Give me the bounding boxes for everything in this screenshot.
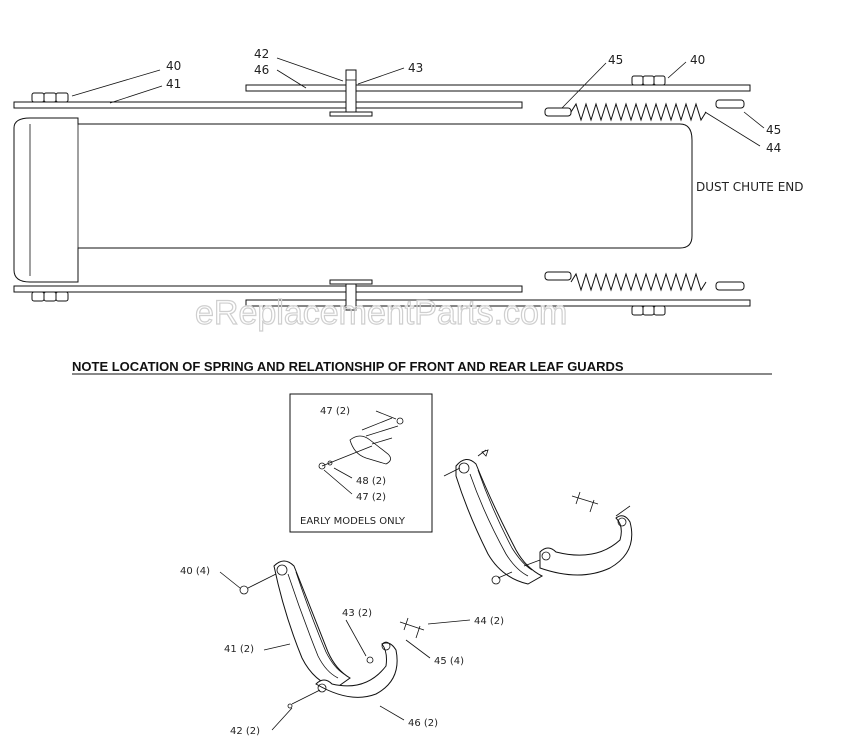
callout-46-2: 46 (2) [408,718,438,729]
top-plate-rear [245,84,751,92]
callout-45-4: 45 (4) [434,656,464,667]
callout-43: 43 [408,61,423,75]
callout-44-2: 44 (2) [474,616,504,627]
nut-group-left-top [31,92,69,103]
callout-46: 46 [254,63,269,77]
exploded-assembly-upper [443,449,633,585]
nut-group-left-bottom [31,291,69,302]
dust-chute-end-label: DUST CHUTE END [696,180,804,194]
inset-early-models: 47 (2) 48 (2) 47 (2) EARLY MODELS ONLY [289,393,433,533]
side-view-assembly: 40 41 42 46 43 45 40 45 44 DUST CHUTE EN… [13,47,804,316]
nut-group-right-top [631,75,666,86]
bottom-plate-rear [245,299,751,307]
nut-group-right-bottom [631,305,666,316]
callout-40-4: 40 (4) [180,566,210,577]
top-plate-front [13,101,523,109]
callout-41: 41 [166,77,181,91]
callout-45-top: 45 [608,53,623,67]
spring-bottom [544,271,745,292]
inset-caption: EARLY MODELS ONLY [300,516,406,527]
watermark: eReplacementParts.com [195,294,567,332]
inset-callout-48: 48 (2) [356,476,386,487]
side-view-leaders [71,57,765,147]
callout-44: 44 [766,141,781,155]
callout-42-2: 42 (2) [230,726,260,737]
inset-callout-47-bottom: 47 (2) [356,492,386,503]
callout-40-right: 40 [690,53,705,67]
callout-43-2: 43 (2) [342,608,372,619]
callout-40-left: 40 [166,59,181,73]
spring-top [544,99,745,122]
center-bolt-bottom [329,279,373,311]
callout-45: 45 [766,123,781,137]
exploded-assembly-lower: 40 (4) 43 (2) 44 (2) 41 (2) 45 (4) 42 (2… [180,560,504,737]
callout-41-2: 41 (2) [224,644,254,655]
bottom-plate-front [13,285,523,293]
roller-body [13,117,693,283]
note-heading: NOTE LOCATION OF SPRING AND RELATIONSHIP… [72,359,624,374]
center-bolt-top [329,69,373,117]
inset-callout-47-top: 47 (2) [320,406,350,417]
callout-42: 42 [254,47,269,61]
